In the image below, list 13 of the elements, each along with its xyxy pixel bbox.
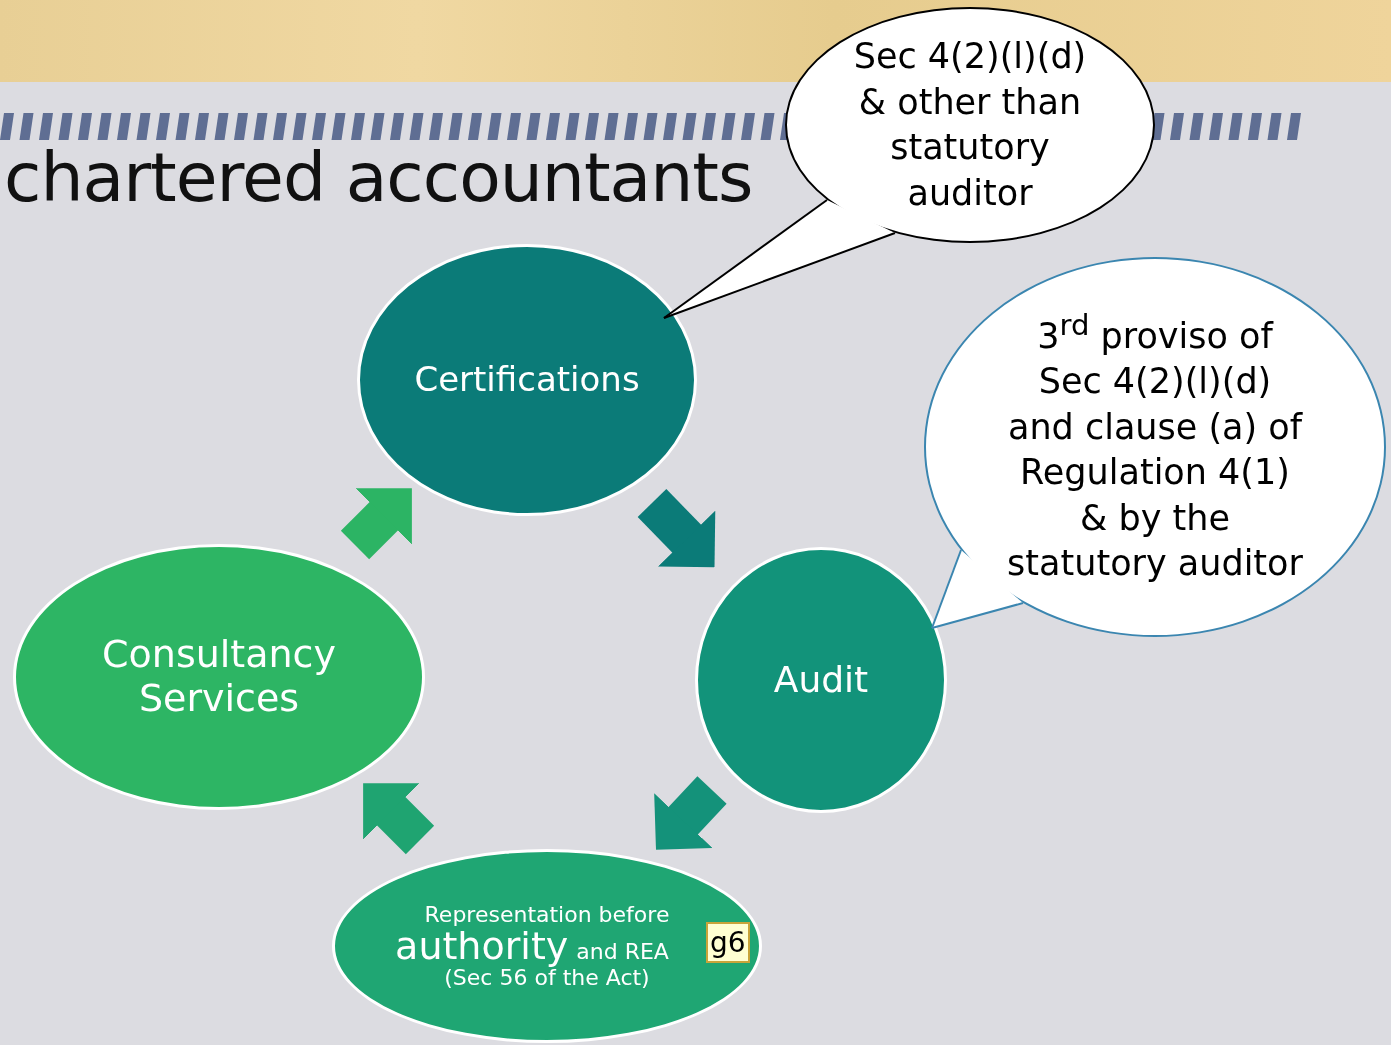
block-arrow xyxy=(637,489,716,568)
block-arrow xyxy=(340,488,412,560)
node-text: Consultancy Services xyxy=(101,633,337,721)
node-text: and REA xyxy=(576,939,669,964)
tag-label: g6 xyxy=(706,922,750,963)
block-arrow xyxy=(363,783,435,855)
node-text: Audit xyxy=(772,659,870,701)
callout-text: Sec 4(2)(l)(d) & other than statutory auditor xyxy=(852,35,1088,215)
node-text: Certifications xyxy=(413,360,641,400)
callout-text: 3$^{rd}$ proviso of Sec 4(2)(l)(d) and clause (a) of Regulation 4(1) & by the statutory auditor xyxy=(1006,307,1304,586)
slide-title: chartered accountants xyxy=(4,138,753,217)
block-arrow xyxy=(654,776,727,850)
node-text: Representation before xyxy=(424,902,670,927)
